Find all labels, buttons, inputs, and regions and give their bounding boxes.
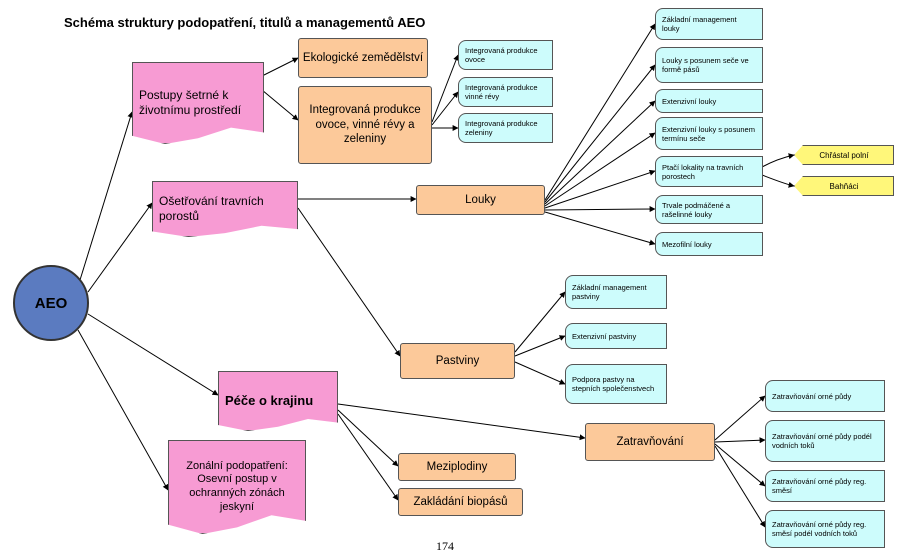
mgmt-louky-mezofilni: Mezofilní louky [655,232,763,256]
mgmt-zatrav-vodni: Zatravňování orné půdy podél vodních tok… [765,420,885,462]
mgmt-ip-vinne: Integrovaná produkce vinné révy [458,77,553,107]
edge-zatrav-reg [714,443,766,487]
mgmt-louky-posun: Louky s posunem seče ve formě pásů [655,47,763,83]
edge-integrovana-ovoce [431,54,459,123]
mgmt-pastviny-zakladni: Základní management pastviny [565,275,667,309]
title-zatravnovani: Zatravňování [585,423,715,461]
title-meziplodiny: Meziplodiny [398,453,516,481]
title-pastviny: Pastviny [400,343,515,379]
edge-louky-trvale [544,206,656,213]
edge-ptaci-bahnaci [761,174,795,188]
edge-zatrav-reg-vodni [714,445,766,528]
edge-postupy-integrovana [261,89,299,121]
edge-aeo-pece [87,313,219,396]
mgmt-ip-ovoce: Integrovaná produkce ovoce [458,40,553,70]
mgmt-zatrav-orne: Zatravňování orné půdy [765,380,885,412]
edge-louky-extenz-posun [544,132,656,207]
edge-zatrav-vodni [714,437,766,444]
title-biopasy: Zakládání biopásů [398,488,523,516]
edge-pece-meziplodiny [337,409,399,467]
edge-osetrovani-pastviny [297,207,401,357]
mgmt-ip-zeleniny: Integrovaná produkce zeleniny [458,113,553,143]
title-integrovana: Integrovaná produkce ovoce, vinné révy a… [298,86,432,164]
title-ekologicke: Ekologické zemědělství [298,38,428,78]
aeo-root-node: AEO [13,265,89,341]
edge-louky-extenz [544,100,656,205]
edge-pastviny-zakladni [514,291,566,353]
edge-integrovana-vinne [431,91,459,126]
edge-louky-posun [544,64,656,203]
edge-aeo-osetrovani [87,202,153,293]
mgmt-louky-zakladni: Základní management louky [655,8,763,40]
mgmt-zatrav-reg: Zatravňování orné půdy reg. směsí [765,470,885,502]
edge-aeo-postupy [79,111,134,281]
edge-pece-zatravnovani [337,403,586,441]
edge-zatrav-orne [714,395,766,441]
species-bahnaci: Bahňáci [794,176,894,196]
diagram-title: Schéma struktury podopatření, titulů a m… [64,15,426,30]
mgmt-louky-extenzivni: Extenzivní louky [655,89,763,113]
edge-louky-zakladni [544,23,656,201]
species-chrastal: Chřástal polní [794,145,894,165]
mgmt-louky-extenzivni-posun: Extenzivní louky s posunem termínu seče [655,117,763,150]
edge-louky-mezofilni [544,211,656,246]
title-louky: Louky [416,185,545,215]
mgmt-louky-ptaci: Ptačí lokality na travních porostech [655,156,763,187]
edge-aeo-zonalni [77,329,169,491]
edge-pece-biopasy [337,413,399,501]
edge-pastviny-podpora [514,361,566,385]
mgmt-zatrav-reg-vodni: Zatravňování orné půdy reg. směsí podél … [765,510,885,548]
edge-pastviny-extenz [514,335,566,357]
edge-louky-ptaci [544,169,656,209]
measure-zonalni: Zonální podopatření: Osevní postup v och… [168,440,306,534]
measure-pece: Péče o krajinu [218,371,338,431]
page-number: 174 [436,539,454,553]
edge-ptaci-chrastal [761,153,795,168]
edge-postupy-ekologicke [261,57,299,77]
mgmt-pastviny-podpora: Podpora pastvy na stepních společenstvec… [565,364,667,404]
mgmt-pastviny-extenzivni: Extenzivní pastviny [565,323,667,349]
mgmt-louky-trvale: Trvale podmáčené a rašelinné louky [655,195,763,224]
